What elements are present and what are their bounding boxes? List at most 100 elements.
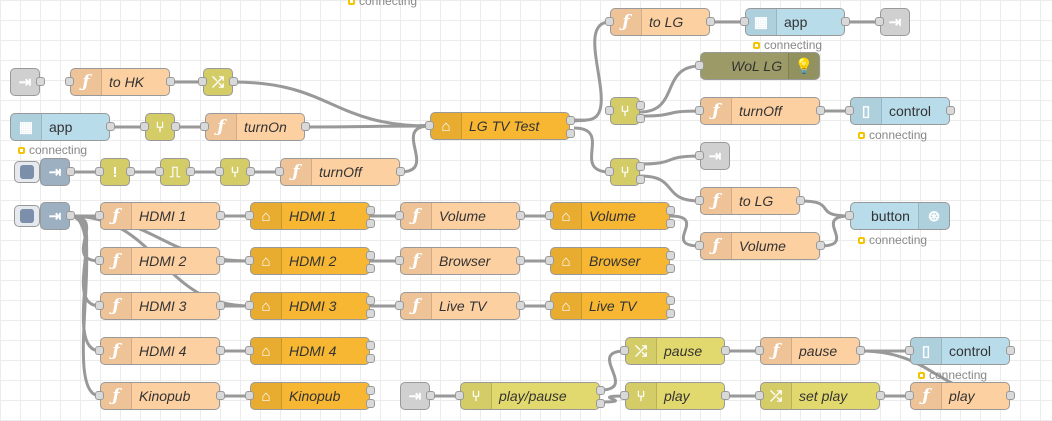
output-port[interactable] [796,196,805,205]
input-port[interactable] [425,121,434,130]
dashboard-node-control[interactable]: ▯ control [845,97,955,125]
function-node-hdmi-4[interactable]: ƒ HDMI 4 [95,337,225,365]
function-node-volume[interactable]: ƒ Volume [695,232,825,260]
dashboard-node-app[interactable]: ▦ app [740,8,850,36]
output-port[interactable] [666,264,675,273]
output-port[interactable] [636,175,645,184]
output-port[interactable] [216,301,225,310]
input-port[interactable] [140,122,149,131]
input-port[interactable] [95,391,104,400]
inject-node[interactable]: ⇥ [40,158,75,186]
input-port[interactable] [245,391,254,400]
input-port[interactable] [605,106,614,115]
change-node-set-play[interactable]: ⤮ set play [755,382,885,410]
homekit-node-kinopub[interactable]: ⌂ Kinopub [245,382,375,410]
inject-toggle-button[interactable] [14,161,40,183]
output-port[interactable] [366,354,375,363]
dashboard-node-button[interactable]: button ⊛ [845,202,950,230]
homekit-node-hdmi-3[interactable]: ⌂ HDMI 3 [245,292,375,320]
input-port[interactable] [620,346,629,355]
output-port[interactable] [721,346,730,355]
input-port[interactable] [155,167,164,176]
output-port[interactable] [516,211,525,220]
inject-toggle-button[interactable] [14,205,40,227]
wol-node[interactable]: WoL LG 💡 [695,52,820,80]
homekit-node-live-tv[interactable]: ⌂ Live TV [545,292,675,320]
input-port[interactable] [395,211,404,220]
change-node-pause[interactable]: ⤮ pause [620,337,730,365]
homekit-node-hdmi-4[interactable]: ⌂ HDMI 4 [245,337,375,365]
input-port[interactable] [275,167,284,176]
input-port[interactable] [695,151,704,160]
input-port[interactable] [695,61,704,70]
input-port[interactable] [755,346,764,355]
function-node-volume[interactable]: ƒ Volume [395,202,525,230]
input-port[interactable] [200,122,209,131]
output-port[interactable] [66,211,75,220]
input-port[interactable] [245,211,254,220]
input-port[interactable] [845,211,854,220]
input-port[interactable] [620,391,629,400]
output-port[interactable] [706,17,715,26]
rbe-node[interactable]: ⎍ [155,158,195,186]
output-port[interactable] [426,391,435,400]
input-port[interactable] [605,167,614,176]
dashboard-node-control[interactable]: ▯ control [905,337,1015,365]
output-port[interactable] [596,399,605,408]
function-node-hdmi-3[interactable]: ƒ HDMI 3 [95,292,225,320]
output-port[interactable] [876,391,885,400]
link-in-node[interactable]: ⇥ [10,68,45,96]
input-port[interactable] [695,241,704,250]
input-port[interactable] [95,346,104,355]
function-node-live-tv[interactable]: ƒ Live TV [395,292,525,320]
function-node-pause[interactable]: ƒ pause [755,337,865,365]
output-port[interactable] [666,206,675,215]
input-port[interactable] [395,301,404,310]
output-port[interactable] [366,309,375,318]
output-port[interactable] [186,167,195,176]
input-port[interactable] [198,77,207,86]
output-port[interactable] [216,391,225,400]
input-port[interactable] [605,17,614,26]
output-port[interactable] [566,129,575,138]
output-port[interactable] [366,206,375,215]
output-port[interactable] [216,346,225,355]
homekit-node-hdmi-1[interactable]: ⌂ HDMI 1 [245,202,375,230]
inject-node[interactable]: ⇥ [40,202,75,230]
input-port[interactable] [755,391,764,400]
function-node-hdmi-2[interactable]: ƒ HDMI 2 [95,247,225,275]
output-port[interactable] [66,167,75,176]
input-port[interactable] [545,211,554,220]
input-port[interactable] [695,106,704,115]
filter-node[interactable]: ! [95,158,135,186]
output-port[interactable] [166,77,175,86]
output-port[interactable] [1006,346,1015,355]
input-port[interactable] [95,301,104,310]
output-port[interactable] [816,241,825,250]
output-port[interactable] [229,77,238,86]
output-port[interactable] [126,167,135,176]
switch-node[interactable]: ⑂ [605,158,645,186]
input-port[interactable] [905,391,914,400]
input-port[interactable] [455,391,464,400]
homekit-node-volume[interactable]: ⌂ Volume [545,202,675,230]
output-port[interactable] [171,122,180,131]
output-port[interactable] [366,341,375,350]
input-port[interactable] [845,106,854,115]
output-port[interactable] [366,399,375,408]
input-port[interactable] [395,256,404,265]
function-node-to-hk[interactable]: ƒ to HK [65,68,175,96]
output-port[interactable] [856,346,865,355]
homekit-node-hdmi-2[interactable]: ⌂ HDMI 2 [245,247,375,275]
output-port[interactable] [636,162,645,171]
output-port[interactable] [301,122,310,131]
output-port[interactable] [841,17,850,26]
output-port[interactable] [366,264,375,273]
output-port[interactable] [366,219,375,228]
input-port[interactable] [245,256,254,265]
output-port[interactable] [636,114,645,123]
output-port[interactable] [36,77,45,86]
input-port[interactable] [740,17,749,26]
output-port[interactable] [366,386,375,395]
link-out-node[interactable]: ⇥ [695,142,730,170]
